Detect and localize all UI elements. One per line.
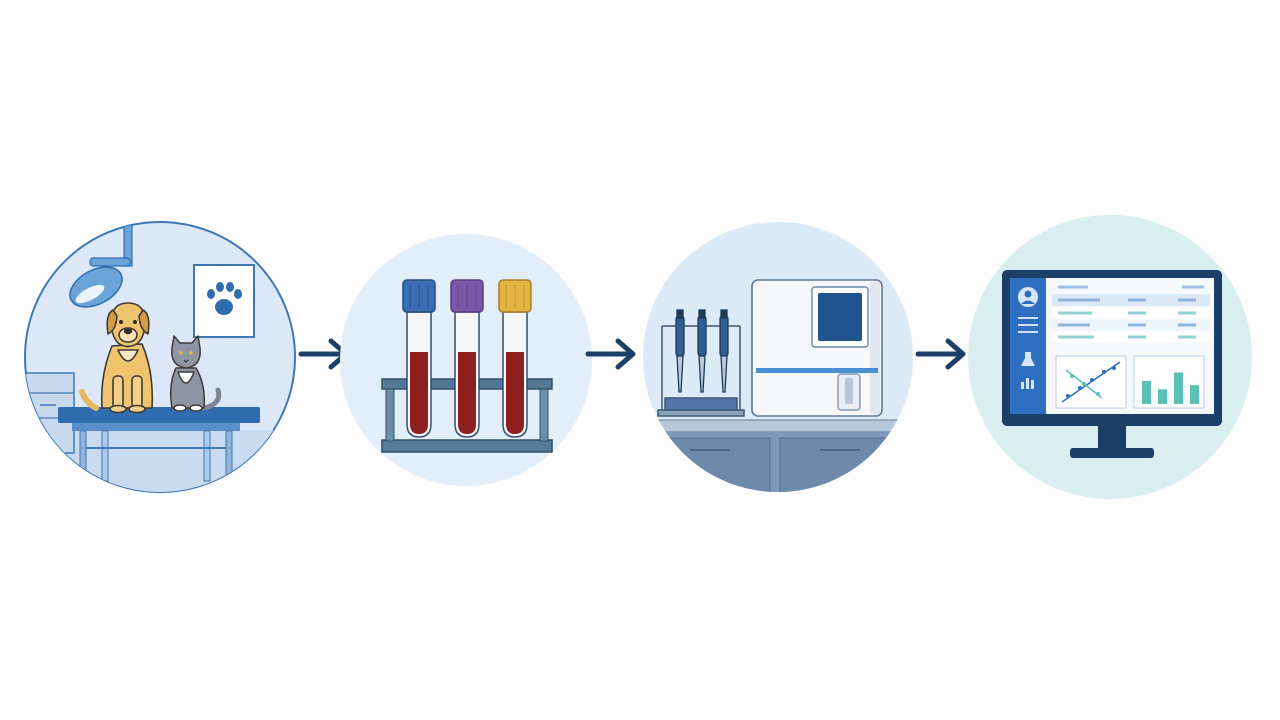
dog	[79, 302, 154, 414]
pipette-stand	[657, 325, 745, 417]
stage-results-dashboard	[968, 215, 1252, 499]
paw-poster	[193, 264, 255, 338]
stage-vet-clinic	[24, 221, 296, 493]
surgical-lamp	[69, 222, 138, 308]
bar-4	[1190, 385, 1199, 404]
test-tube-purple-cap	[450, 279, 484, 438]
arrow-1	[298, 338, 349, 370]
arrow-2	[585, 338, 636, 370]
bar-1	[1142, 380, 1151, 404]
test-tube-blue-cap	[402, 279, 436, 438]
lab-counter	[643, 419, 913, 433]
arrow-3	[915, 338, 966, 370]
paw-icon	[207, 282, 242, 315]
bar-2	[1158, 389, 1167, 404]
stage-blood-samples	[340, 234, 592, 486]
pipettes	[675, 309, 729, 393]
hematology-analyzer	[751, 279, 883, 417]
chart-icon	[1021, 378, 1034, 389]
test-tube-yellow-cap	[498, 279, 532, 438]
bar-chart	[1133, 355, 1205, 409]
analyzer-screen	[818, 293, 862, 341]
monitor	[1002, 270, 1222, 458]
exam-table	[58, 407, 260, 492]
user-icon	[1018, 287, 1038, 307]
cat	[169, 335, 222, 412]
stage-lab-analysis	[643, 222, 913, 492]
bar-3	[1174, 372, 1183, 404]
results-table	[1052, 282, 1210, 342]
scatter-chart	[1055, 355, 1127, 409]
flask-icon	[1021, 352, 1035, 366]
